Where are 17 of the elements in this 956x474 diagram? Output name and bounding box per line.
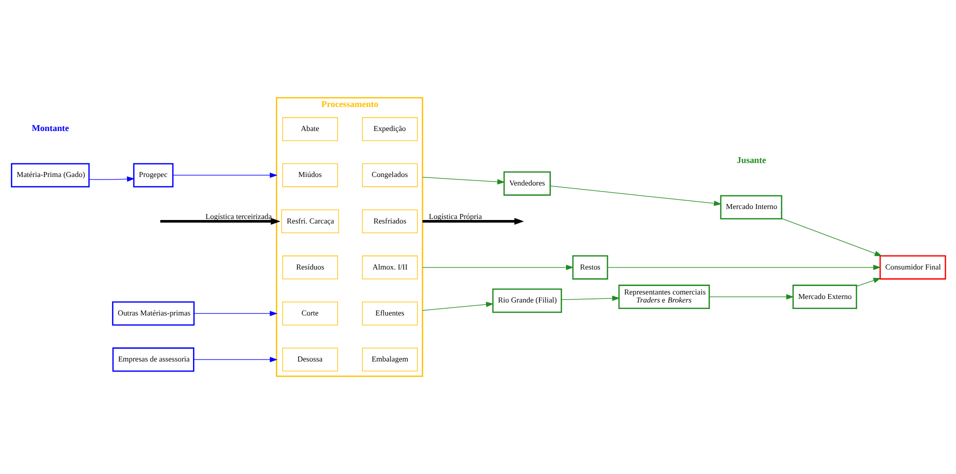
arrow <box>856 278 881 287</box>
label: Montante <box>31 122 69 133</box>
arrow <box>422 218 524 225</box>
arrow <box>160 218 280 225</box>
arrow <box>422 176 504 184</box>
arrow <box>606 264 880 270</box>
arrow <box>560 296 620 301</box>
arrow <box>172 172 278 178</box>
arrow <box>422 302 494 311</box>
label: Jusante <box>736 154 766 165</box>
arrow <box>708 294 794 300</box>
arrow <box>550 186 722 206</box>
arrow <box>193 310 278 316</box>
arrow <box>422 264 574 270</box>
arrow <box>193 356 278 362</box>
arrow <box>780 218 882 256</box>
arrow <box>88 176 134 182</box>
